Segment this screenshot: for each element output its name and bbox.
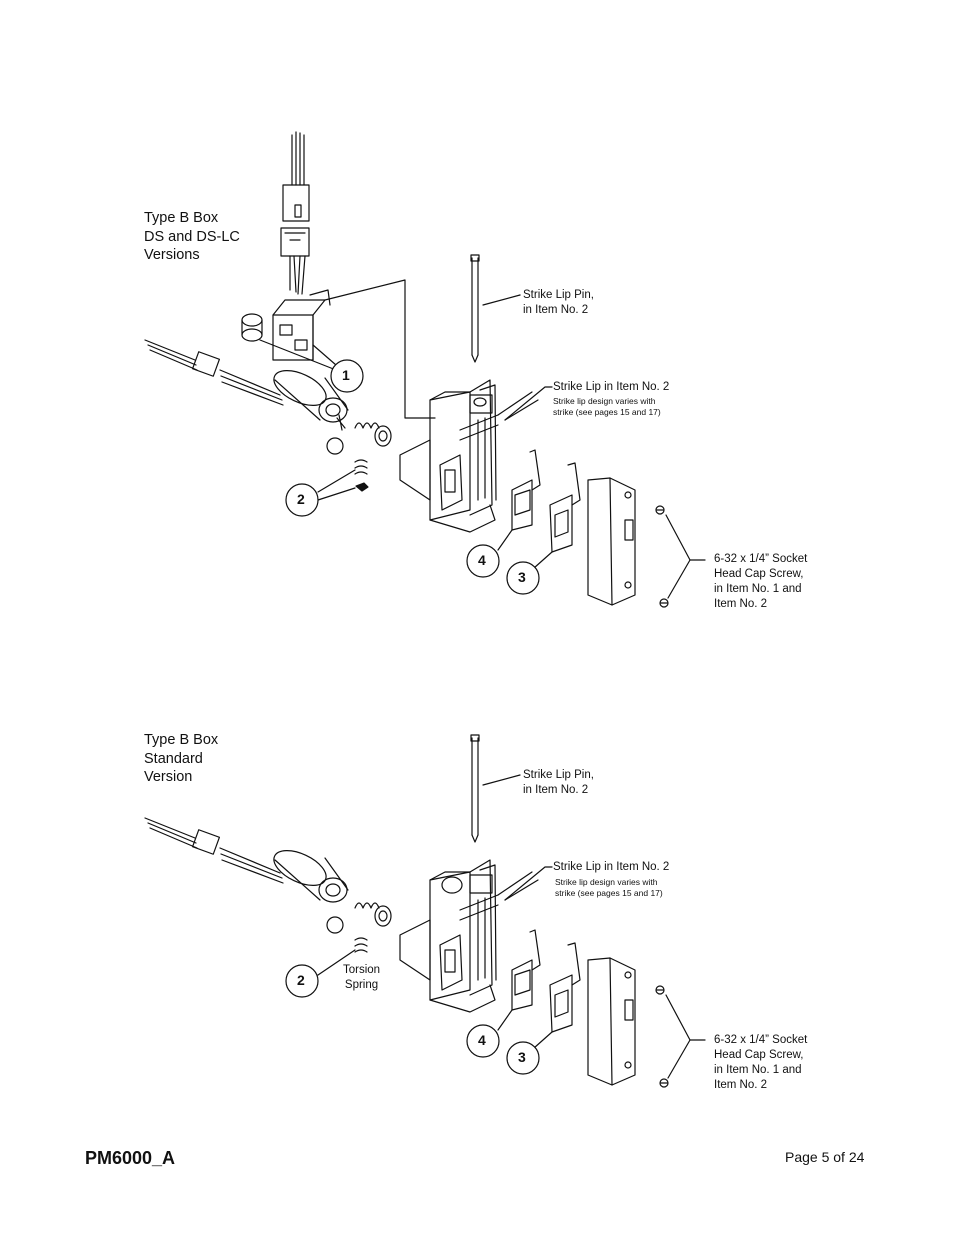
- balloon-2-bottom: 2: [297, 972, 305, 988]
- top-assembly-drawing: [144, 131, 706, 608]
- bottom-cover-plate: [587, 957, 636, 1086]
- bottom-leaders: [504, 866, 553, 901]
- bottom-balloons: [285, 964, 540, 1075]
- top-screw-label: 6-32 x 1/4” Socket Head Cap Screw, in It…: [714, 553, 808, 610]
- bottom-left-cable: [144, 817, 284, 884]
- top-housing: [399, 254, 539, 533]
- bottom-solenoid: [273, 850, 349, 934]
- balloon-4-bottom: 4: [478, 1032, 486, 1048]
- balloon-3-top: 3: [518, 569, 526, 585]
- bottom-assembly-drawing: [144, 734, 706, 1088]
- top-left-cable: [144, 339, 284, 406]
- page-number: Page 5 of 24: [785, 1149, 865, 1165]
- top-wire-connector: [280, 131, 310, 295]
- top-strike-lip-4: [497, 449, 541, 551]
- top-strike-lip-note: Strike lip design varies with strike (se…: [553, 396, 661, 417]
- top-strike-lip-label: Strike Lip in Item No. 2: [553, 381, 670, 393]
- balloon-2-top: 2: [297, 491, 305, 507]
- top-balloons: [285, 359, 540, 595]
- top-spring-washer: [317, 422, 392, 501]
- balloon-3-bottom: 3: [518, 1049, 526, 1065]
- top-leaders: [504, 294, 553, 421]
- top-cover-plate: [587, 477, 636, 606]
- top-diagram-title: Type B Box DS and DS-LC Versions: [144, 210, 240, 263]
- bottom-diagram-title: Type B Box Standard Version: [144, 732, 219, 785]
- balloon-4-top: 4: [478, 552, 486, 568]
- bottom-screws: [655, 985, 706, 1088]
- top-strike-lip-pin-label: Strike Lip Pin, in Item No. 2: [523, 289, 594, 316]
- top-switch-block: [241, 279, 436, 419]
- top-solenoid: [273, 370, 349, 455]
- document-id: PM6000_A: [85, 1148, 176, 1168]
- balloon-1-top: 1: [342, 367, 350, 383]
- bottom-strike-lip-note: Strike lip design varies with strike (se…: [555, 877, 663, 898]
- bottom-screw-label: 6-32 x 1/4” Socket Head Cap Screw, in It…: [714, 1034, 808, 1091]
- bottom-strike-lip-label: Strike Lip in Item No. 2: [553, 861, 670, 873]
- top-strike-lip-3: [533, 462, 581, 569]
- bottom-strike-lip-4: [497, 929, 541, 1031]
- bottom-strike-lip-3: [533, 942, 581, 1049]
- bottom-torsion-spring-label: Torsion Spring: [343, 964, 381, 991]
- bottom-housing: [399, 734, 539, 1013]
- top-screws: [655, 505, 706, 608]
- bottom-strike-lip-pin-label: Strike Lip Pin, in Item No. 2: [523, 769, 594, 796]
- bottom-spring-washer: [317, 902, 392, 976]
